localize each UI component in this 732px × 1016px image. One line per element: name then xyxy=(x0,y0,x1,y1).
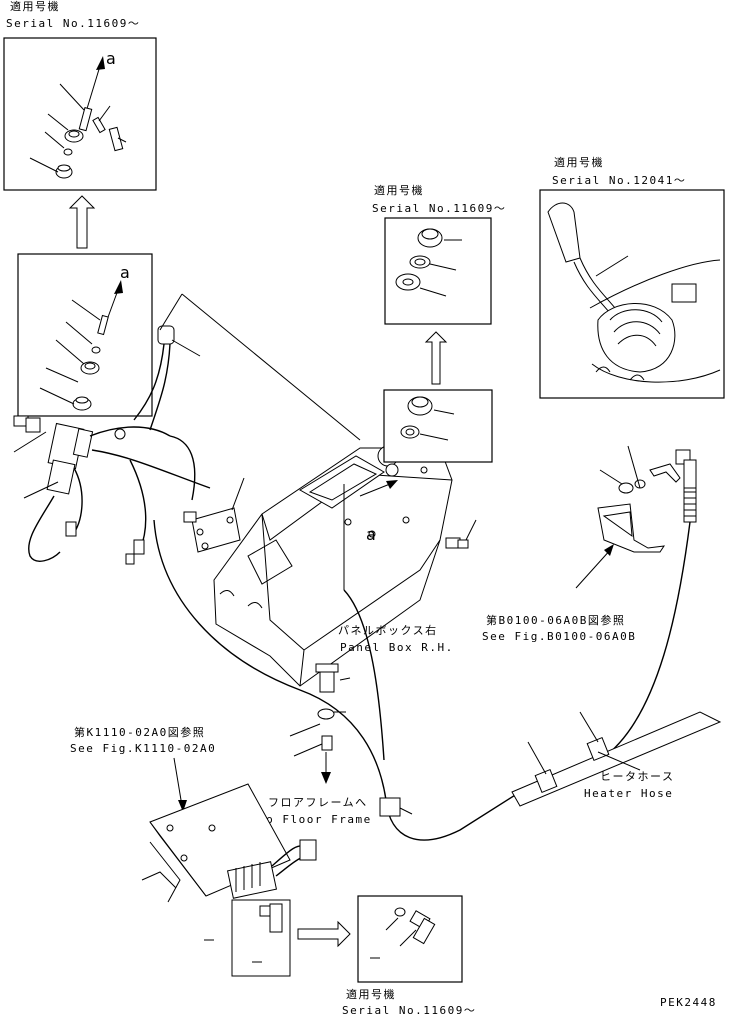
serial-label-mid-en: Serial No.11609～ xyxy=(372,202,506,215)
detail-box-mid-left: a xyxy=(17,253,153,417)
floor-frame-fastener xyxy=(289,663,351,784)
hollow-arrow-up-mid xyxy=(424,331,448,385)
serial-label-top-en: Serial No.11609～ xyxy=(6,17,140,30)
throttle-cable xyxy=(575,445,697,761)
ref-b0100-en: See Fig.B0100-06A0B xyxy=(482,630,636,643)
cable-routing xyxy=(153,519,722,841)
floor-frame-label-en: To Floor Frame xyxy=(258,813,372,826)
bracket-plate xyxy=(183,477,245,553)
panel-box-rh: a xyxy=(213,445,477,687)
detail-box-bottom xyxy=(357,895,463,983)
panel-box-label-jp: パネルボックス右 xyxy=(338,623,438,637)
serial-label-top-jp: 適用号機 xyxy=(10,0,60,13)
serial-label-mid-jp: 適用号機 xyxy=(374,183,424,197)
serial-label-right-jp: 適用号機 xyxy=(554,155,604,169)
serial-label-right-en: Serial No.12041～ xyxy=(552,174,686,187)
hollow-arrow-up-left xyxy=(68,195,96,249)
ref-k1110-jp: 第K1110-02A0図参照 xyxy=(74,725,205,739)
heater-hose-label-en: Heater Hose xyxy=(584,787,673,800)
detail-box-top-left: 適用号機 Serial No.11609～ a xyxy=(3,0,157,191)
document-code: PEK2448 xyxy=(660,996,717,1009)
ref-b0100-jp: 第B0100-06A0B図参照 xyxy=(486,613,625,627)
controller-assembly xyxy=(141,757,317,977)
heater-hose-label-jp: ヒータホース xyxy=(600,770,674,783)
serial-label-bottom-en: Serial No.11609～ xyxy=(342,1004,476,1016)
floor-frame-label-jp: フロアフレームへ xyxy=(268,796,368,809)
detail-box-lever: 適用号機 Serial No.12041～ xyxy=(539,155,725,399)
detail-box-knob: 適用号機 Serial No.11609～ xyxy=(372,183,506,325)
switch-assembly xyxy=(13,415,211,565)
callout-a-mid: a xyxy=(120,263,130,282)
detail-box-knob-old xyxy=(383,389,493,463)
harness-upper xyxy=(133,293,361,441)
serial-label-bottom-jp: 適用号機 xyxy=(346,987,396,1001)
callout-a-top: a xyxy=(106,49,116,68)
hollow-arrow-right xyxy=(297,920,351,948)
ref-k1110-en: See Fig.K1110-02A0 xyxy=(70,742,216,755)
panel-box-label-en: Panel Box R.H. xyxy=(340,641,454,654)
callout-a-panel: a xyxy=(366,525,376,544)
